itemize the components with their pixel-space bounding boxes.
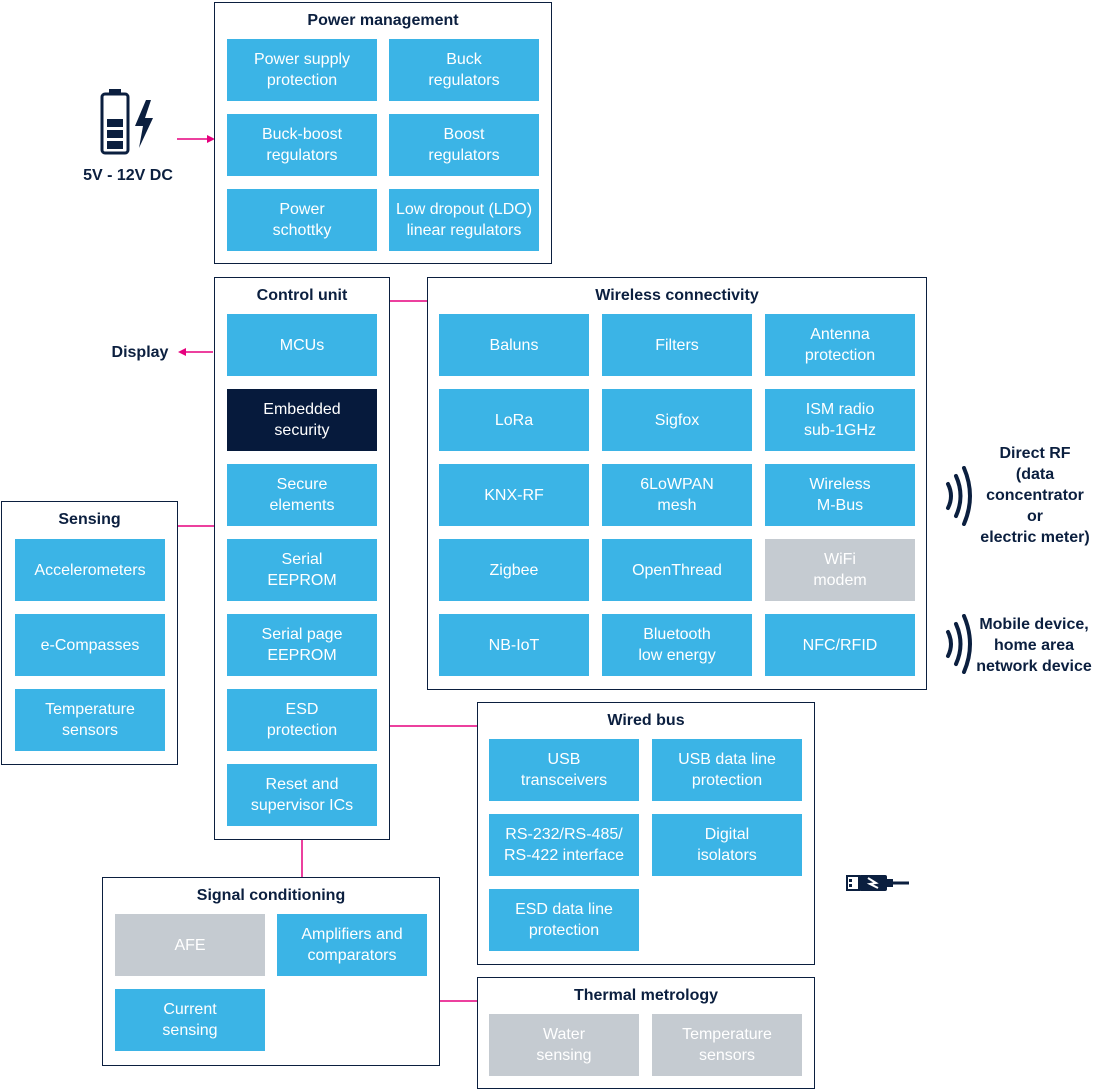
block-afe: AFE [115, 914, 265, 976]
block-6lowpan: 6LoWPAN mesh [602, 464, 752, 526]
block-mcus: MCUs [227, 314, 377, 376]
block-power-schottky: Power schottky [227, 189, 377, 251]
group-title: Wireless connectivity [595, 287, 759, 304]
block-bluetooth-le: Bluetooth low energy [602, 614, 752, 676]
block-thermal-temperature-sensors: Temperature sensors [652, 1014, 802, 1076]
block-wireless-mbus: Wireless M-Bus [765, 464, 915, 526]
mobile-device-label: Mobile device, home area network device [976, 616, 1092, 675]
group-title: Sensing [58, 511, 121, 528]
block-temperature-sensors: Temperature sensors [15, 689, 165, 751]
wireless-waves-icon [946, 614, 972, 674]
block-accelerometers: Accelerometers [15, 539, 165, 601]
block-water-sensing: Water sensing [489, 1014, 639, 1076]
block-lora: LoRa [439, 389, 589, 451]
group-title: Control unit [256, 287, 348, 304]
block-reset-supervisor: Reset and supervisor ICs [227, 764, 377, 826]
block-serial-page-eeprom: Serial page EEPROM [227, 614, 377, 676]
block-nb-iot: NB-IoT [439, 614, 589, 676]
block-amplifiers-comparators: Amplifiers and comparators [277, 914, 427, 976]
block-esd-protection: ESD protection [227, 689, 377, 751]
block-zigbee: Zigbee [439, 539, 589, 601]
block-current-sensing: Current sensing [115, 989, 265, 1051]
block-knx-rf: KNX-RF [439, 464, 589, 526]
block-boost-regulators: Boost regulators [389, 114, 539, 176]
block-power-supply-protection: Power supply protection [227, 39, 377, 101]
block-buck-boost-regulators: Buck-boost regulators [227, 114, 377, 176]
block-secure-elements: Secure elements [227, 464, 377, 526]
block-digital-isolators: Digital isolators [652, 814, 802, 876]
block-ldo-regulators: Low dropout (LDO) linear regulators [389, 189, 539, 251]
block-wifi-modem: WiFi modem [765, 539, 915, 601]
block-usb-data-line-protection: USB data line protection [652, 739, 802, 801]
block-antenna-protection: Antenna protection [765, 314, 915, 376]
block-baluns: Baluns [439, 314, 589, 376]
group-title: Power management [307, 12, 459, 29]
block-esd-data-line-protection: ESD data line protection [489, 889, 639, 951]
group-title: Wired bus [607, 712, 685, 729]
direct-rf-label: Direct RF (data concentrator or electric… [980, 445, 1090, 546]
group-title: Signal conditioning [196, 887, 346, 904]
usb-cable-icon [846, 875, 909, 891]
block-ism-radio: ISM radio sub-1GHz [765, 389, 915, 451]
block-rs-interface: RS-232/RS-485/ RS-422 interface [489, 814, 639, 876]
block-serial-eeprom: Serial EEPROM [227, 539, 377, 601]
block-sigfox: Sigfox [602, 389, 752, 451]
display-label: Display [111, 344, 169, 361]
wireless-waves-icon [946, 466, 972, 526]
block-e-compasses: e-Compasses [15, 614, 165, 676]
battery-icon [100, 89, 130, 155]
lightning-icon [135, 100, 153, 148]
block-buck-regulators: Buck regulators [389, 39, 539, 101]
block-filters: Filters [602, 314, 752, 376]
block-openthread: OpenThread [602, 539, 752, 601]
block-nfc-rfid: NFC/RFID [765, 614, 915, 676]
power-input-label: 5V - 12V DC [83, 167, 173, 184]
block-usb-transceivers: USB transceivers [489, 739, 639, 801]
group-title: Thermal metrology [573, 987, 719, 1004]
block-embedded-security: Embedded security [227, 389, 377, 451]
